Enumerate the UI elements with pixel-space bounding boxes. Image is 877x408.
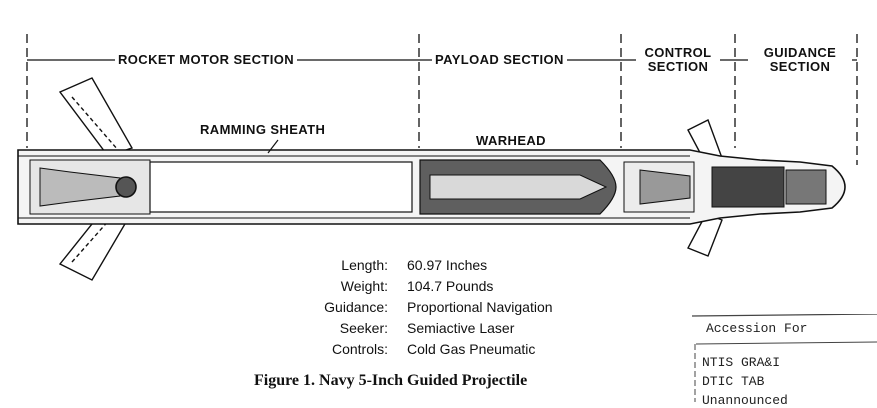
stamp-line: DTIC TAB — [702, 374, 765, 389]
rocket-motor-section-label: ROCKET MOTOR SECTION — [115, 53, 298, 67]
control-section-label: CONTROL SECTION — [636, 46, 720, 74]
guidance-section-label: GUIDANCE SECTION — [748, 46, 852, 74]
spec-value: Cold Gas Pneumatic — [407, 341, 536, 357]
spec-label: Seeker: — [339, 320, 388, 336]
spec-row-controls: Controls: Cold Gas Pneumatic — [250, 339, 610, 360]
spec-label: Weight: — [340, 278, 388, 294]
spec-row-weight: Weight: 104.7 Pounds — [250, 276, 610, 297]
spec-row-seeker: Seeker: Semiactive Laser — [250, 318, 610, 339]
stamp-title: Accession For — [706, 321, 808, 336]
ramming-sheath-label: RAMMING SHEATH — [200, 122, 326, 137]
spec-label: Controls: — [331, 341, 388, 357]
projectile-body — [17, 149, 846, 225]
stamp-line: NTIS GRA&I — [702, 355, 781, 370]
warhead-label: WARHEAD — [476, 133, 546, 148]
spec-row-length: Length: 60.97 Inches — [250, 255, 610, 276]
spec-value: 60.97 Inches — [407, 257, 488, 273]
spec-label: Length: — [341, 257, 388, 273]
spec-value: Proportional Navigation — [407, 299, 553, 315]
specifications-table: Length: 60.97 Inches Weight: 104.7 Pound… — [250, 255, 610, 360]
ramming-sheath-leader — [267, 139, 279, 154]
stamp-border — [692, 314, 877, 402]
stamp-line: Unannounced — [702, 393, 788, 408]
figure-caption: Figure 1. Navy 5-Inch Guided Projectile — [254, 372, 528, 389]
spec-label: Guidance: — [324, 299, 388, 315]
payload-section-label: PAYLOAD SECTION — [432, 53, 567, 67]
spec-value: Semiactive Laser — [407, 320, 515, 336]
spec-value: 104.7 Pounds — [407, 278, 494, 294]
spec-row-guidance: Guidance: Proportional Navigation — [250, 297, 610, 318]
accession-stamp: Accession For NTIS GRA&I DTIC TAB Unanno… — [692, 314, 877, 408]
